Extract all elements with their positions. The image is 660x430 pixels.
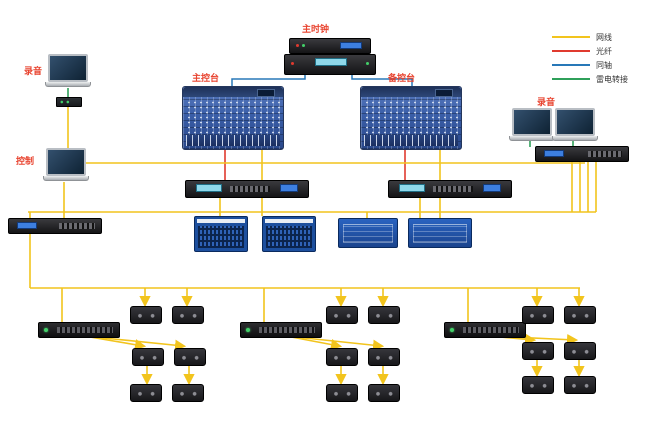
legend-line-thunderbolt (552, 78, 590, 80)
main-console-label: 主控台 (192, 73, 220, 83)
legend-line-ethernet (552, 36, 590, 38)
stage-box (522, 376, 554, 394)
laptop-recording-right-1 (509, 108, 555, 141)
network-switch-2 (240, 322, 322, 338)
dsp-slots (343, 224, 393, 243)
patch-label-strip (197, 219, 245, 223)
stage-box (174, 348, 206, 366)
stage-box (132, 348, 164, 366)
patch-port-grid (198, 226, 244, 248)
console-meter-bridge (183, 87, 283, 97)
stage-box (326, 384, 358, 402)
recorder-rack (535, 146, 629, 162)
console-screen (257, 89, 275, 97)
stage-box (172, 306, 204, 324)
dsp-frame-2 (408, 218, 472, 248)
laptop-base (552, 136, 598, 141)
switch-ports (259, 327, 315, 333)
console-faders (186, 135, 280, 146)
stage-box (368, 348, 400, 366)
stage-box (368, 306, 400, 324)
laptop-recording-right-2 (552, 108, 598, 141)
legend-item-coax: 同轴 (552, 58, 628, 72)
main-console (182, 86, 284, 150)
patch-panel-1 (194, 216, 248, 252)
stage-box (130, 384, 162, 402)
legend-item-fiber: 光纤 (552, 44, 628, 58)
audio-processor-main (185, 180, 309, 198)
legend-line-fiber (552, 50, 590, 52)
switch-ports (57, 327, 113, 333)
legend-label-thunderbolt: 雷电转接 (596, 74, 628, 84)
switch-led (44, 328, 48, 332)
stage-box (172, 384, 204, 402)
master-clock-unit-2 (284, 54, 376, 75)
stage-box (368, 384, 400, 402)
recording-left-label: 录音 (24, 66, 43, 76)
network-switch-1 (38, 322, 120, 338)
laptop-screen (555, 108, 595, 136)
laptop-recording-left (45, 54, 91, 87)
stage-box (326, 348, 358, 366)
legend: 网线 光纤 同轴 雷电转接 (552, 30, 628, 86)
switch-led (450, 328, 454, 332)
backup-console-label: 备控台 (388, 73, 416, 83)
laptop-base (509, 136, 555, 141)
legend-line-coax (552, 64, 590, 66)
master-clock-unit-1 (289, 38, 371, 54)
recording-right-label: 录音 (537, 97, 556, 107)
master-clock-label: 主时钟 (302, 24, 330, 34)
stage-box (564, 342, 596, 360)
stage-box (564, 306, 596, 324)
stage-box (522, 306, 554, 324)
laptop-base (45, 82, 91, 87)
legend-label-ethernet: 网线 (596, 32, 612, 42)
console-faders (364, 135, 458, 146)
network-switch-3 (444, 322, 526, 338)
stage-box (326, 306, 358, 324)
stage-box (522, 342, 554, 360)
dsp-slots (413, 224, 467, 243)
audio-processor-backup (388, 180, 512, 198)
fiber-lines (224, 148, 406, 180)
laptop-screen (512, 108, 552, 136)
thunderbolt-lines (67, 88, 574, 147)
dsp-frame-1 (338, 218, 398, 248)
legend-label-fiber: 光纤 (596, 46, 612, 56)
stage-box (564, 376, 596, 394)
legend-item-thunderbolt: 雷电转接 (552, 72, 628, 86)
console-meter-bridge (361, 87, 461, 97)
patch-label-strip (265, 219, 313, 223)
console-screen (435, 89, 453, 97)
laptop-screen (46, 148, 86, 176)
thunderbolt-adapter (56, 97, 82, 107)
laptop-screen (48, 54, 88, 82)
patch-panel-2 (262, 216, 316, 252)
laptop-control (43, 148, 89, 181)
switch-ports (463, 327, 519, 333)
control-label: 控制 (16, 156, 35, 166)
switch-led (246, 328, 250, 332)
legend-label-coax: 同轴 (596, 60, 612, 70)
backup-console (360, 86, 462, 150)
laptop-base (43, 176, 89, 181)
legend-item-ethernet: 网线 (552, 30, 628, 44)
patch-port-grid (266, 226, 312, 248)
audio-processor-left (8, 218, 102, 234)
stage-box (130, 306, 162, 324)
